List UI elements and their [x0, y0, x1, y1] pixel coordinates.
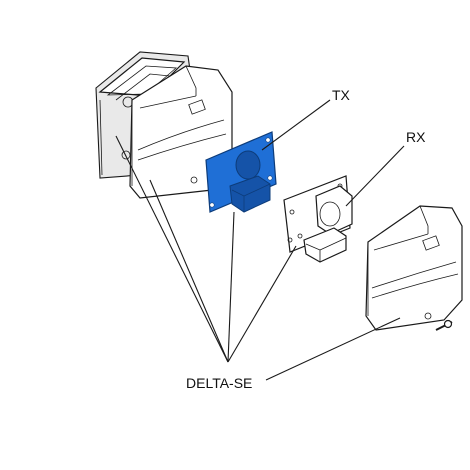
leader-lines [115, 99, 405, 381]
rx-board [283, 175, 353, 263]
tx-board [205, 131, 277, 213]
rx-cover [365, 205, 463, 331]
label-rx: RX [406, 129, 426, 145]
label-delta-se: DELTA-SE [186, 375, 252, 391]
label-tx: TX [332, 87, 351, 103]
screw-icon [435, 319, 453, 331]
